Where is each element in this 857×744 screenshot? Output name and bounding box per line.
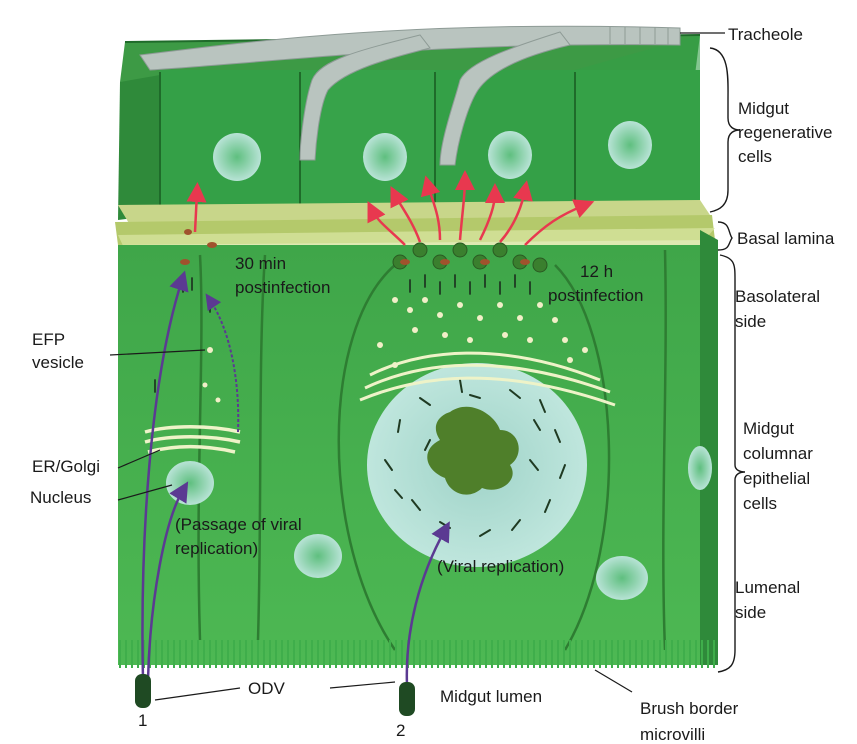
- label-lumenal-2: side: [735, 603, 766, 622]
- label-passage-1: (Passage of viral: [175, 515, 302, 534]
- label-odv: ODV: [248, 679, 286, 698]
- label-num-2: 2: [396, 721, 405, 740]
- columnar-nucleus-1: [166, 461, 214, 505]
- label-num-1: 1: [138, 711, 147, 730]
- odv-2: [399, 682, 415, 716]
- regen-nucleus-4: [608, 121, 652, 169]
- label-nucleus: Nucleus: [30, 488, 91, 507]
- label-er-golgi: ER/Golgi: [32, 457, 100, 476]
- regen-nucleus-3: [488, 131, 532, 179]
- efp-vesicle: [207, 347, 213, 353]
- columnar-nucleus-4: [688, 446, 712, 490]
- label-midgut-lumen: Midgut lumen: [440, 687, 542, 706]
- columnar-nucleus-3: [596, 556, 648, 600]
- label-regen-2: regenerative: [738, 123, 833, 142]
- label-basal-lamina: Basal lamina: [737, 229, 835, 248]
- regen-nucleus-1: [213, 133, 261, 181]
- label-columnar-4: cells: [743, 494, 777, 513]
- label-columnar-2: columnar: [743, 444, 813, 463]
- label-passage-2: replication): [175, 539, 258, 558]
- label-basolateral-1: Basolateral: [735, 287, 820, 306]
- label-brush-2: microvilli: [640, 725, 705, 744]
- label-lumenal-1: Lumenal: [735, 578, 800, 597]
- label-columnar-3: epithelial: [743, 469, 810, 488]
- label-regen-3: cells: [738, 147, 772, 166]
- label-time-30-1: 30 min: [235, 254, 286, 273]
- label-viral-replication: (Viral replication): [437, 557, 564, 576]
- label-basolateral-2: side: [735, 312, 766, 331]
- odv-1: [135, 674, 151, 708]
- label-time-12-2: postinfection: [548, 286, 643, 305]
- basal-lamina: [115, 200, 715, 250]
- label-time-12-1: 12 h: [580, 262, 613, 281]
- label-brush-1: Brush border: [640, 699, 739, 718]
- label-time-30-2: postinfection: [235, 278, 330, 297]
- label-efp-2: vesicle: [32, 353, 84, 372]
- label-efp-1: EFP: [32, 330, 65, 349]
- label-columnar-1: Midgut: [743, 419, 794, 438]
- regen-nucleus-2: [363, 133, 407, 181]
- columnar-nucleus-2: [294, 534, 342, 578]
- label-regen-1: Midgut: [738, 99, 789, 118]
- label-tracheole: Tracheole: [728, 25, 803, 44]
